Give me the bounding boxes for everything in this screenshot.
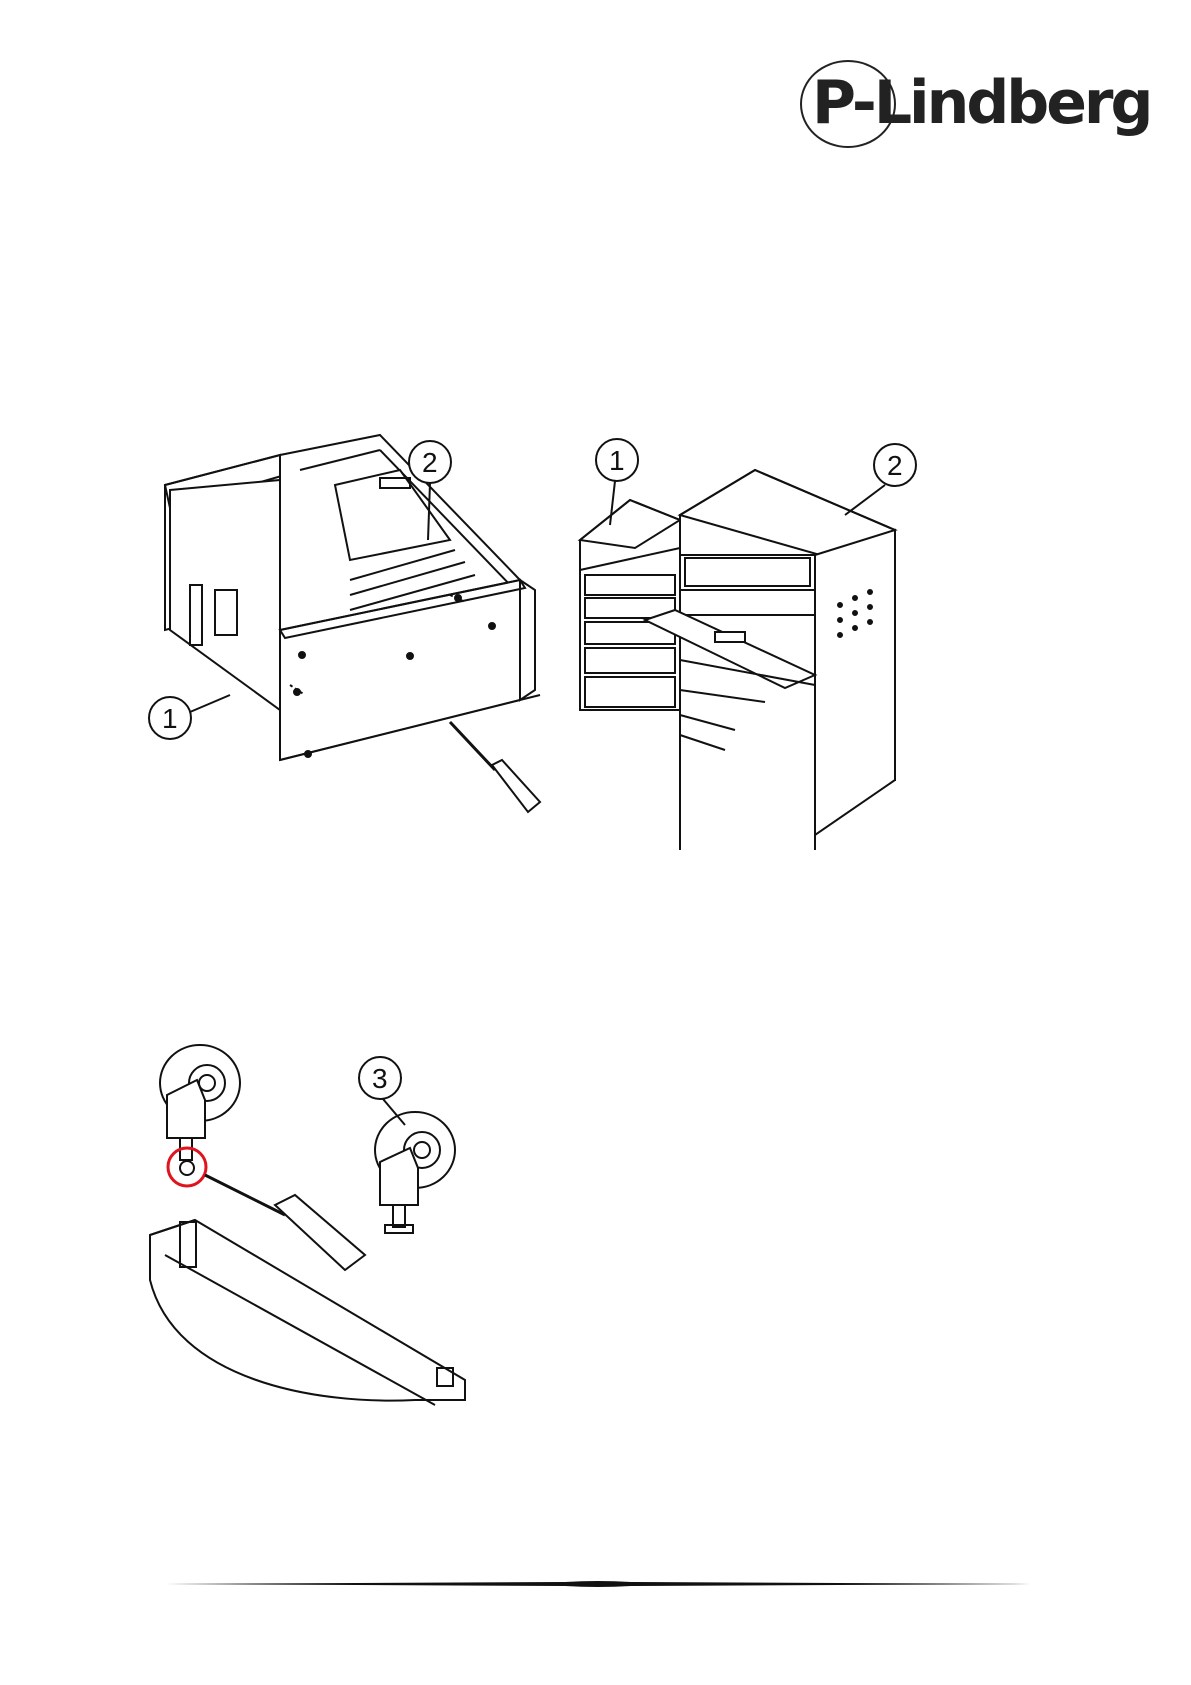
figure-assembly-screwing: 2 1 bbox=[120, 430, 590, 850]
callout-3-label: 3 bbox=[372, 1063, 388, 1094]
logo-text: P-Lindberg bbox=[812, 58, 1150, 148]
footer-rule bbox=[165, 1576, 1031, 1586]
brand-logo: P-Lindberg bbox=[800, 58, 1105, 148]
callout-2-label: 2 bbox=[422, 447, 438, 478]
callout-1-label: 1 bbox=[162, 703, 178, 734]
callout-1-label: 1 bbox=[609, 445, 625, 476]
figure-assembled-cabinet: 1 2 bbox=[565, 430, 965, 850]
callout-2-label: 2 bbox=[887, 450, 903, 481]
figure-caster-installation: 3 bbox=[135, 1040, 495, 1420]
